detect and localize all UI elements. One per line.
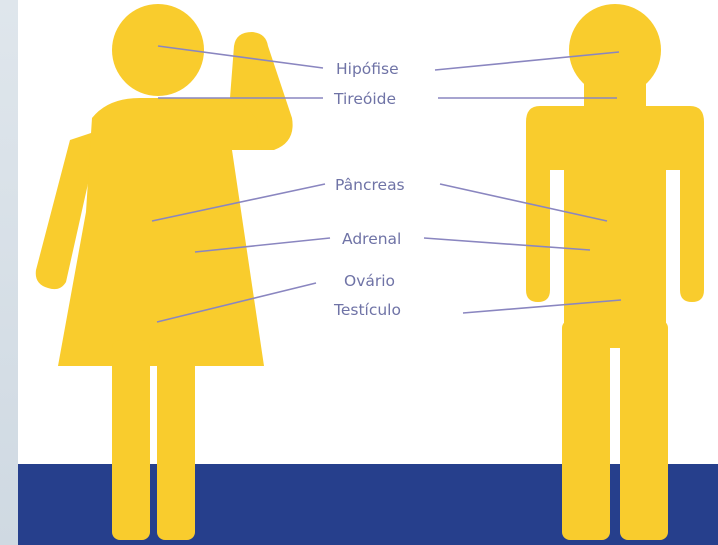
label-hipofise: Hipófise: [336, 59, 399, 79]
woman-figure-icon: [36, 4, 293, 540]
label-testiculo: Testículo: [334, 300, 401, 320]
label-ovario: Ovário: [344, 271, 395, 291]
label-tireoide: Tireóide: [334, 89, 396, 109]
label-pancreas: Pâncreas: [335, 175, 405, 195]
man-figure-icon: [526, 4, 704, 540]
label-adrenal: Adrenal: [342, 229, 401, 249]
